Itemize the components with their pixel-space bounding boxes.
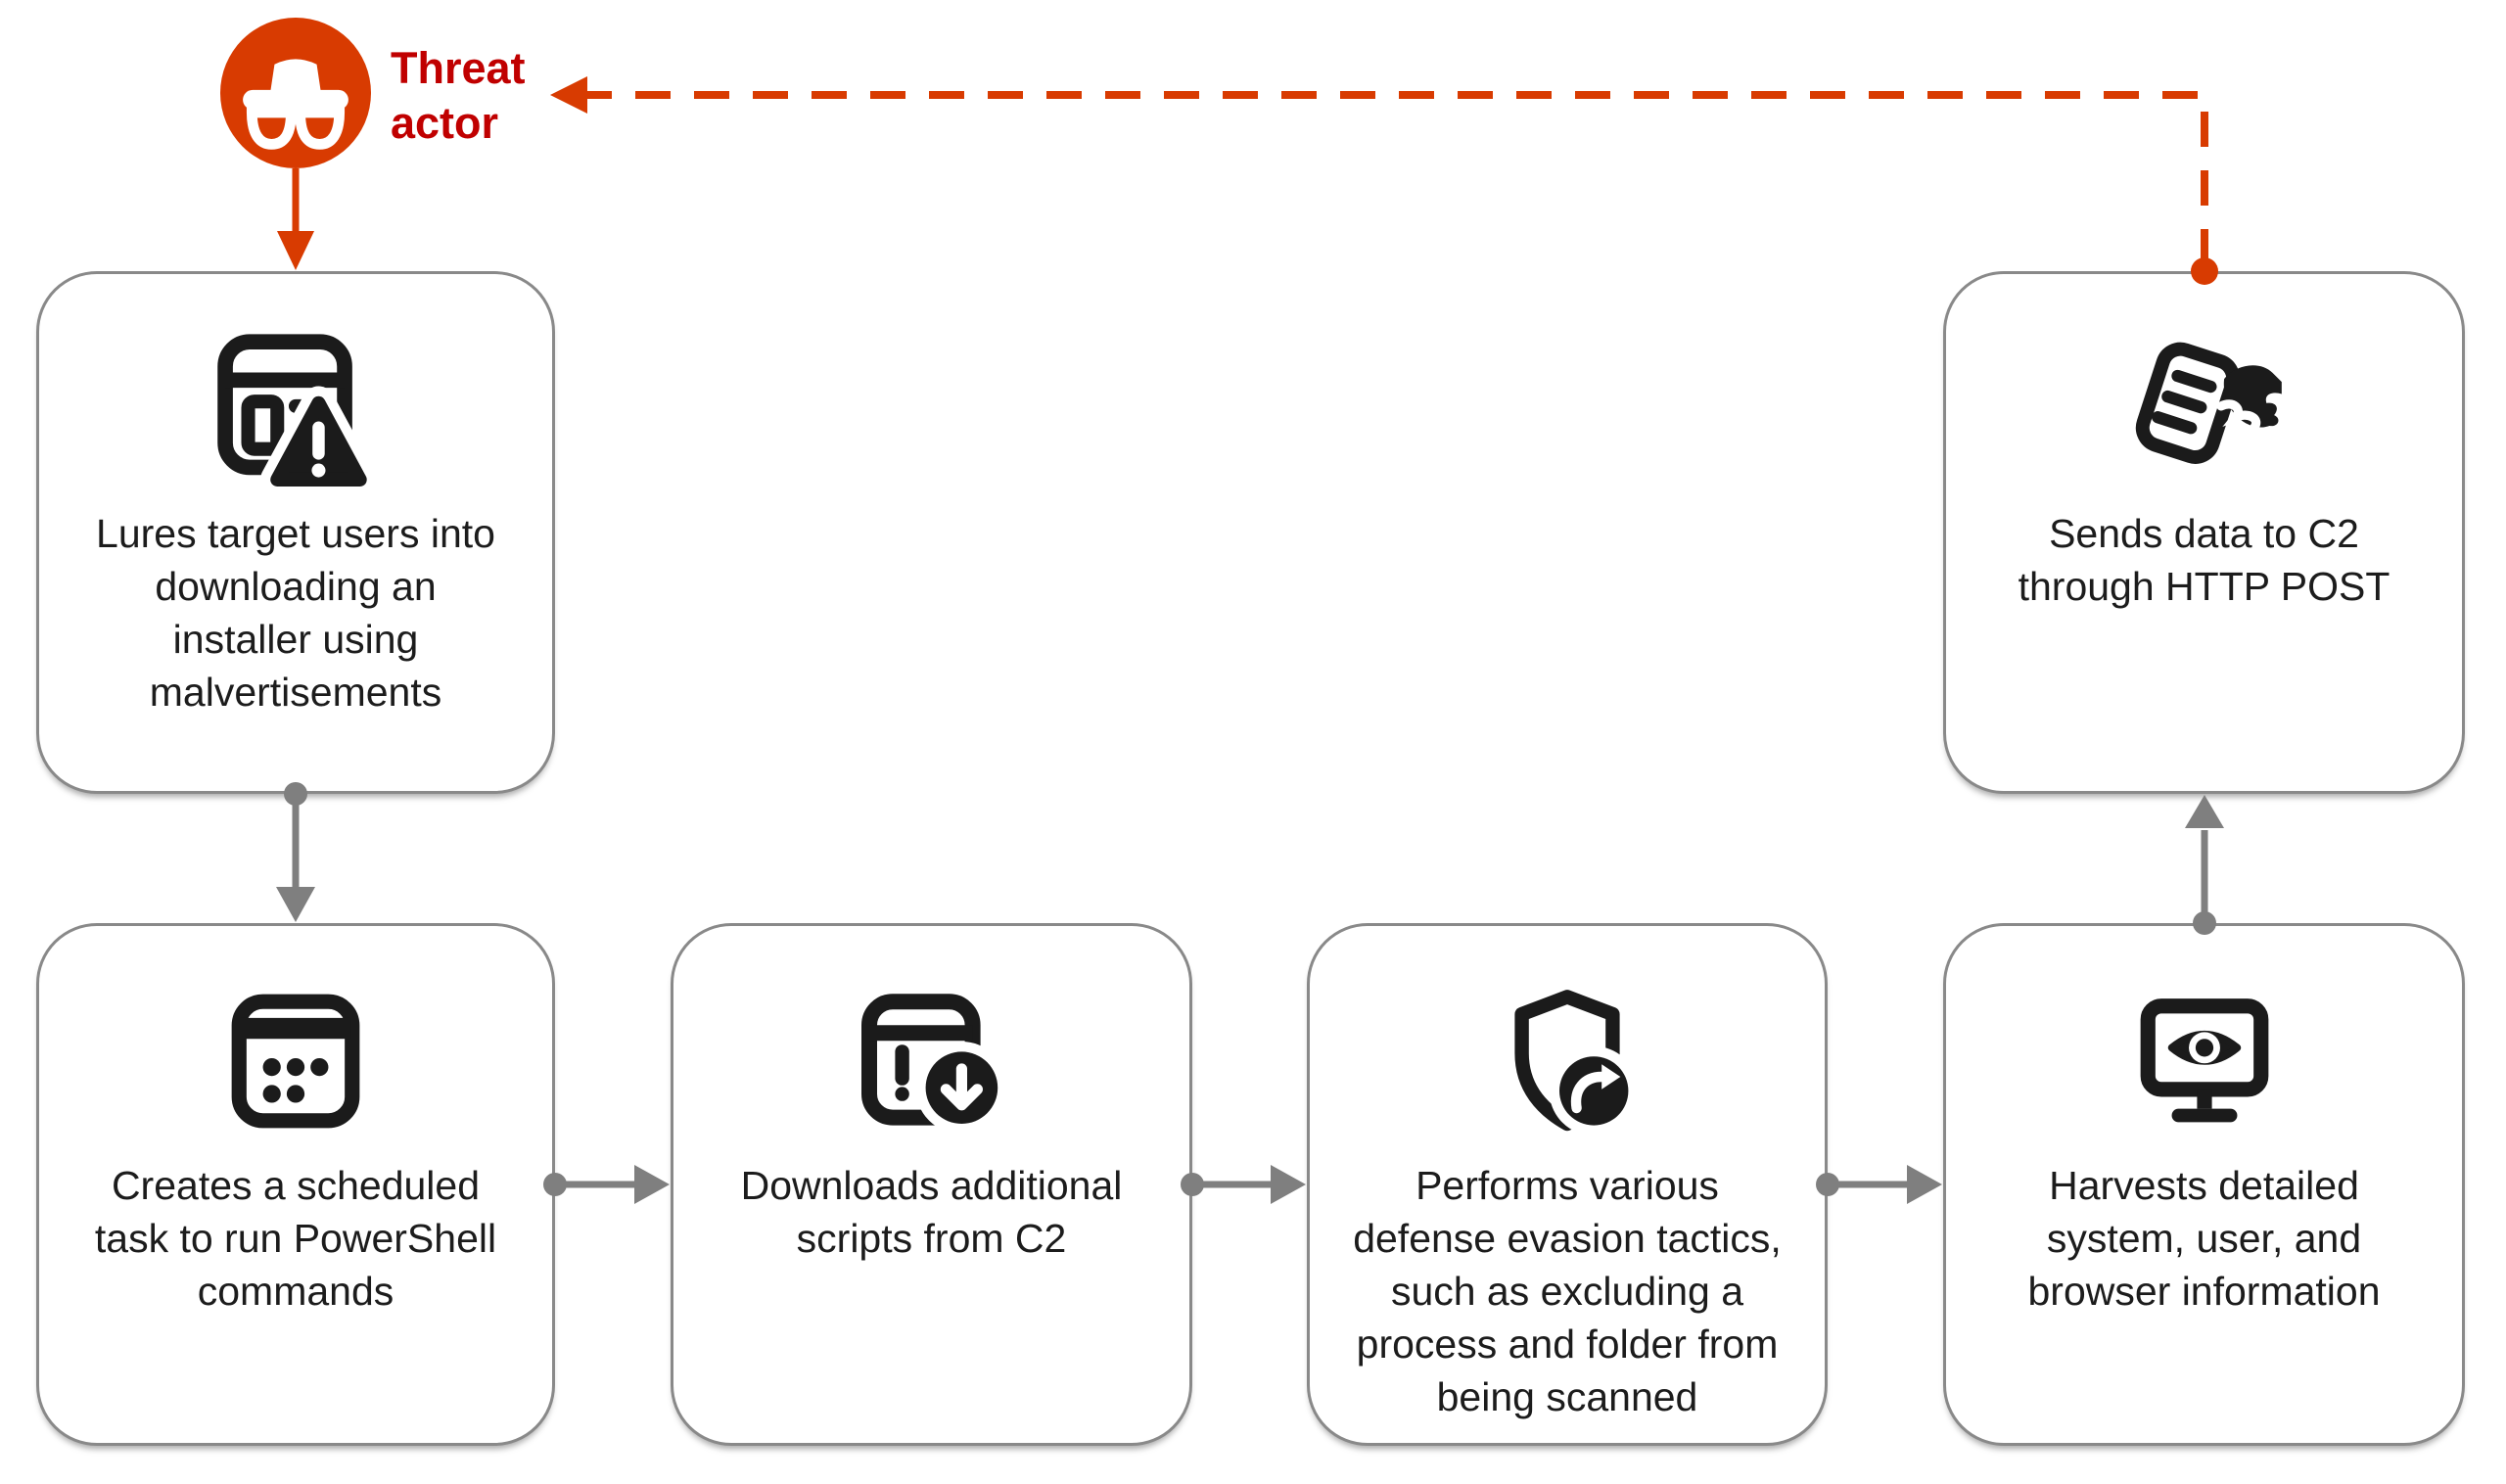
step-box-harvest-info: Harvests detailed system, user, and brow… — [1943, 923, 2465, 1446]
step-box-scheduled-task: Creates a scheduled task to run PowerShe… — [36, 923, 555, 1446]
browser-warning-icon — [211, 328, 380, 493]
arrow-threat-actor-to-lure — [277, 168, 314, 270]
arrow-send-to-threat-actor-dashed — [550, 76, 2218, 285]
arrow-lure-to-scheduled-task — [276, 782, 315, 922]
shield-bypass-icon — [1489, 980, 1646, 1141]
step-text-defense-evasion: Performs various defense evasion tactics… — [1353, 1163, 1782, 1419]
step-text-download-scripts: Downloads additional scripts from C2 — [740, 1163, 1123, 1261]
arrow-download-to-evasion — [1181, 1165, 1306, 1204]
arrow-evasion-to-harvest — [1816, 1165, 1942, 1204]
monitor-surveillance-icon — [2130, 980, 2279, 1141]
spy-icon — [243, 59, 348, 150]
arrow-scheduled-task-to-download — [543, 1165, 670, 1204]
step-text-lure: Lures target users into downloading an i… — [96, 511, 495, 715]
step-box-defense-evasion: Performs various defense evasion tactics… — [1307, 923, 1828, 1446]
threat-actor-avatar — [220, 18, 371, 168]
scheduled-task-calendar-icon — [221, 980, 370, 1141]
document-exfiltration-icon — [2121, 328, 2288, 489]
step-text-send-data: Sends data to C2 through HTTP POST — [2018, 511, 2390, 609]
step-box-send-data: Sends data to C2 through HTTP POST — [1943, 271, 2465, 794]
step-box-download-scripts: Downloads additional scripts from C2 — [671, 923, 1192, 1446]
threat-actor-label: Threat actor — [391, 43, 526, 148]
step-box-lure: Lures target users into downloading an i… — [36, 271, 555, 794]
step-text-scheduled-task: Creates a scheduled task to run PowerShe… — [94, 1163, 497, 1314]
arrow-harvest-to-send — [2185, 795, 2224, 935]
step-text-harvest-info: Harvests detailed system, user, and brow… — [2027, 1163, 2381, 1314]
script-download-icon — [854, 980, 1010, 1141]
